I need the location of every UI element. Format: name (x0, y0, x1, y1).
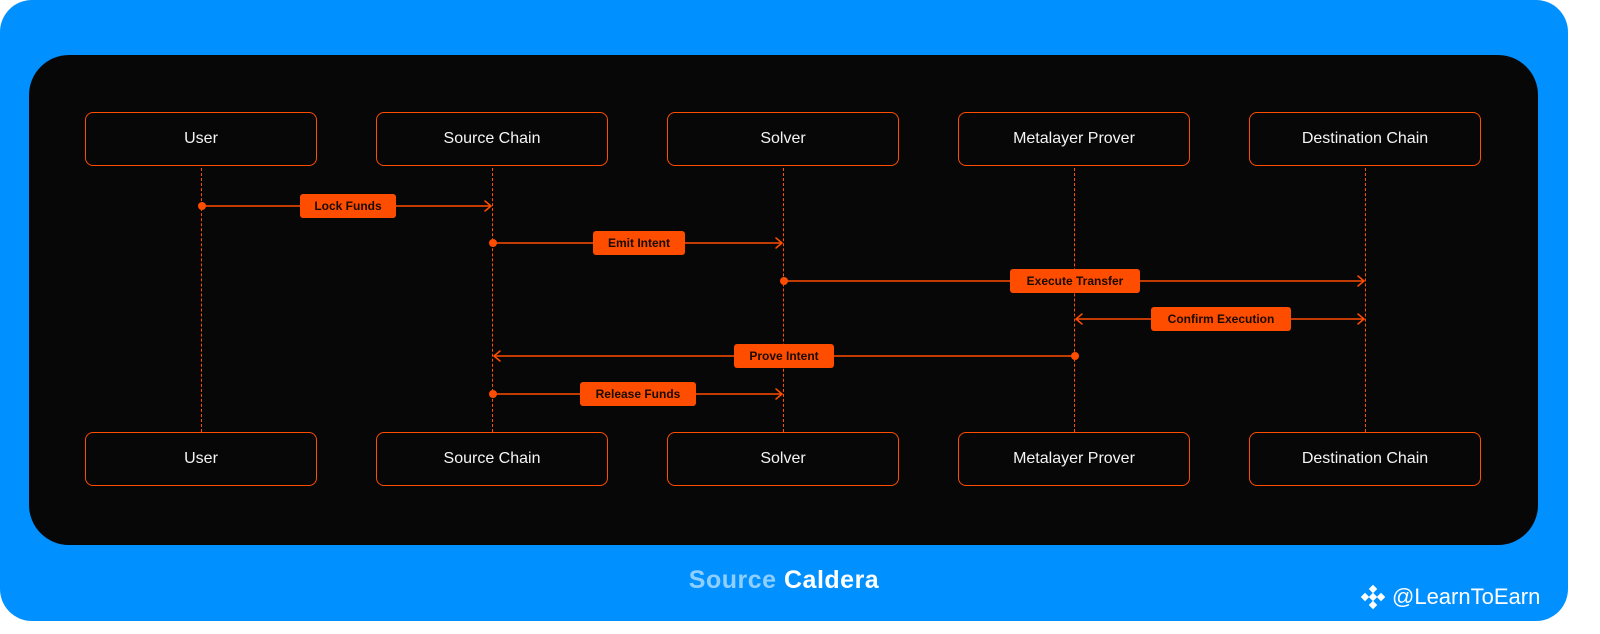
diagram-panel: User Source Chain Solver Metalayer Prove… (29, 55, 1538, 545)
binance-logo-icon (1360, 584, 1386, 610)
dot-lock-funds-origin (198, 202, 206, 210)
lifeline-metalayer-prover (1074, 168, 1075, 432)
lifeline-destination-chain (1365, 168, 1366, 432)
message-prove-intent: Prove Intent (734, 344, 834, 368)
message-execute-transfer: Execute Transfer (1010, 269, 1140, 293)
actor-user-top: User (85, 112, 317, 166)
message-lock-funds: Lock Funds (300, 194, 396, 218)
actor-source-chain-bottom: Source Chain (376, 432, 608, 486)
actor-metalayer-prover-bottom: Metalayer Prover (958, 432, 1190, 486)
source-prefix: Source (688, 566, 777, 594)
lifeline-solver (783, 168, 784, 432)
actor-source-chain-top: Source Chain (376, 112, 608, 166)
actor-solver-bottom: Solver (667, 432, 899, 486)
actor-destination-chain-bottom: Destination Chain (1249, 432, 1481, 486)
watermark: @LearnToEarn (1360, 582, 1540, 612)
source-name: Caldera (784, 566, 880, 594)
dot-release-funds-origin (489, 390, 497, 398)
dot-execute-transfer-origin (780, 277, 788, 285)
dot-emit-intent-origin (489, 239, 497, 247)
actor-destination-chain-top: Destination Chain (1249, 112, 1481, 166)
lifeline-source-chain (492, 168, 493, 432)
actor-user-bottom: User (85, 432, 317, 486)
background-frame: User Source Chain Solver Metalayer Prove… (0, 0, 1568, 621)
message-release-funds: Release Funds (580, 382, 696, 406)
watermark-text: @LearnToEarn (1392, 584, 1541, 609)
lifeline-user (201, 168, 202, 432)
message-confirm-execution: Confirm Execution (1151, 307, 1291, 331)
actor-metalayer-prover-top: Metalayer Prover (958, 112, 1190, 166)
message-emit-intent: Emit Intent (593, 231, 685, 255)
dot-prove-intent-origin (1071, 352, 1079, 360)
source-caption: Source Caldera (0, 566, 1568, 595)
actor-solver-top: Solver (667, 112, 899, 166)
